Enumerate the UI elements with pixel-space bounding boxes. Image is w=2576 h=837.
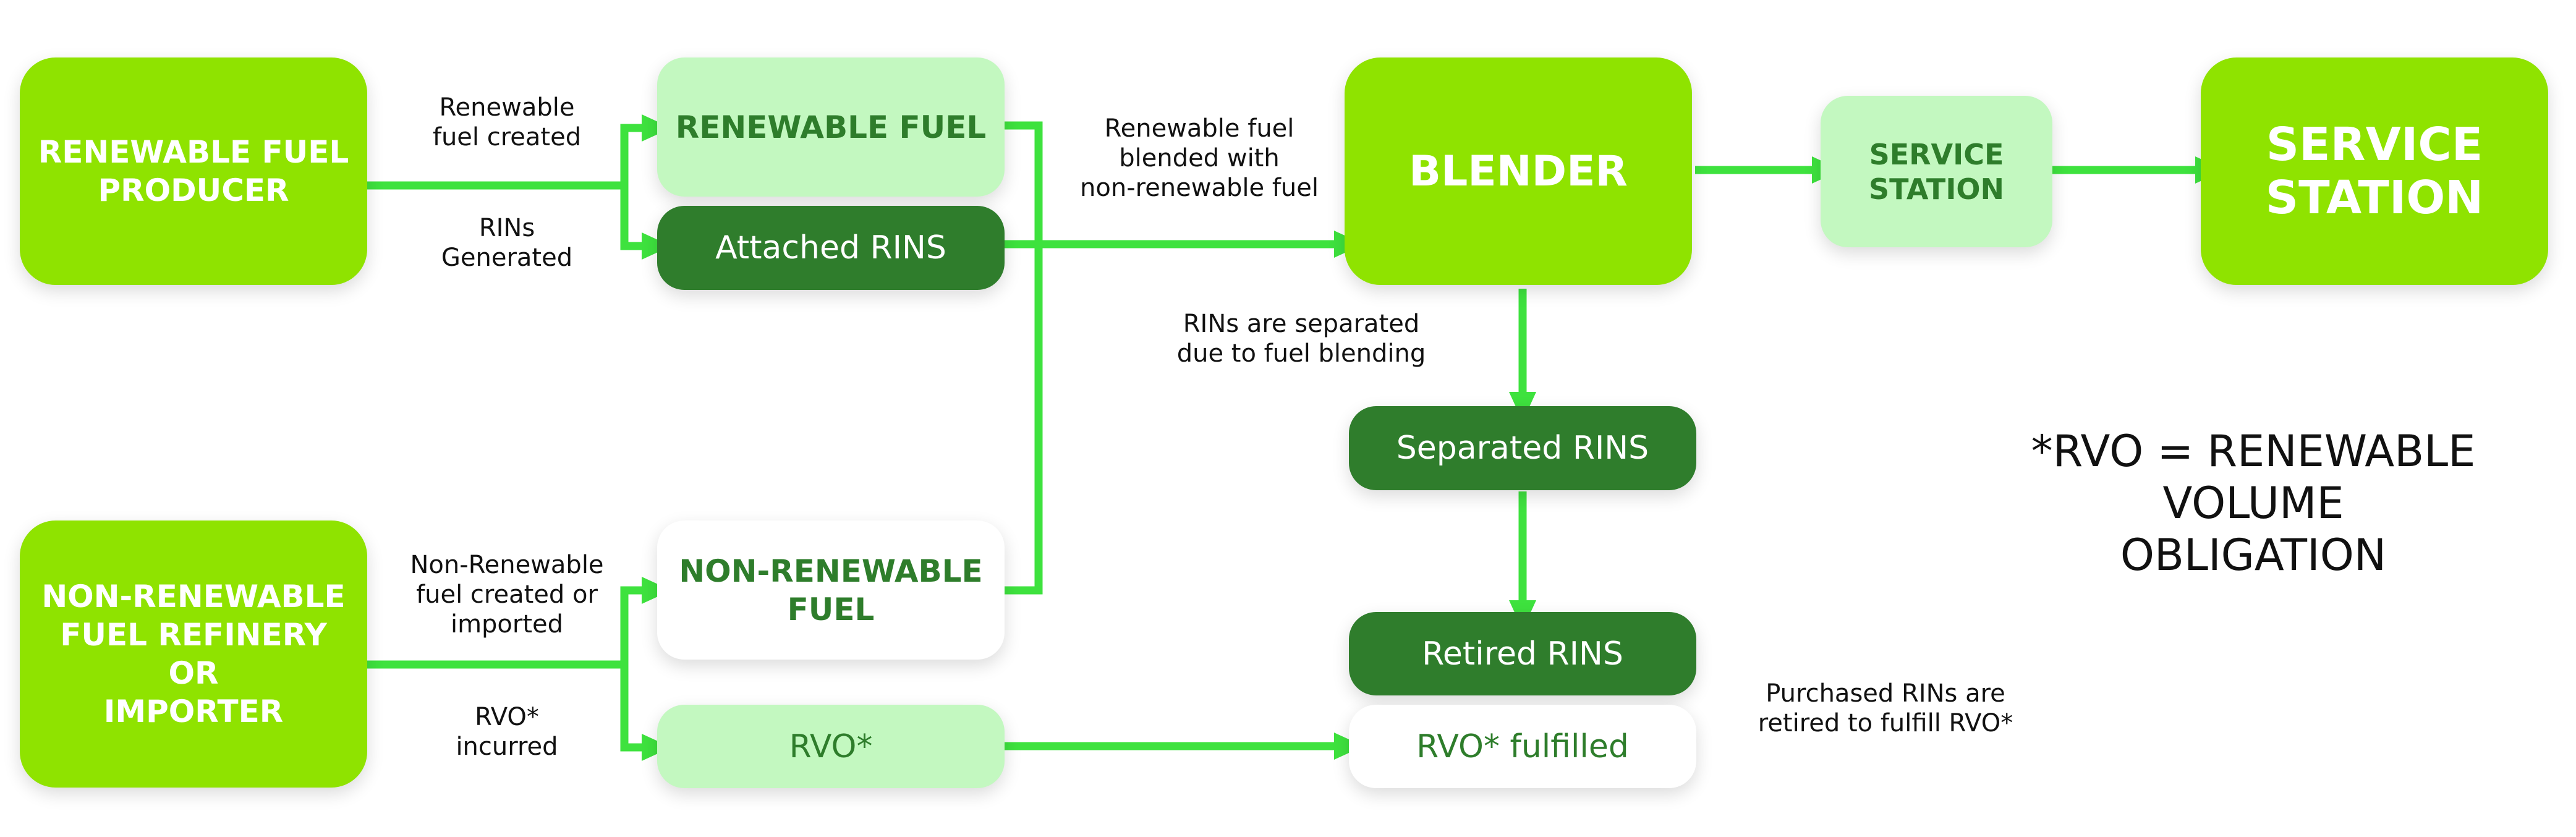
blender-box: BLENDER bbox=[1345, 57, 1692, 285]
rins-separated-label: RINs are separated due to fuel blending bbox=[1176, 310, 1426, 368]
connector-non-renewable-fuel bbox=[1005, 244, 1043, 595]
arrow-to-rvo bbox=[620, 665, 671, 761]
non-renewable-fuel-box: NON-RENEWABLE FUEL bbox=[657, 520, 1005, 660]
renewable-fuel-created-label: Renewable fuel created bbox=[432, 93, 582, 151]
arrow-to-attached-rins bbox=[620, 185, 671, 260]
rvo-box: RVO* bbox=[657, 705, 1005, 788]
purchased-rins-label: Purchased RINs are retired to fulfill RV… bbox=[1758, 679, 2013, 737]
rins-generated-label: RINs Generated bbox=[441, 214, 573, 272]
connector-renewable-fuel bbox=[1005, 121, 1043, 244]
arrow-to-non-renewable-fuel bbox=[620, 577, 671, 665]
rvo-fulfilled-box: RVO* fulfilled bbox=[1349, 705, 1696, 788]
renewable-fuel-producer-box: RENEWABLE FUEL PRODUCER bbox=[20, 57, 367, 285]
rvo-footnote: *RVO = RENEWABLE VOLUME OBLIGATION bbox=[2031, 426, 2476, 580]
non-renewable-refinery-box: NON-RENEWABLE FUEL REFINERY OR IMPORTER bbox=[20, 520, 367, 788]
service-station-small-box: SERVICE STATION bbox=[1821, 96, 2052, 247]
arrow-to-renewable-fuel bbox=[620, 114, 671, 185]
rvo-incurred-label: RVO* incurred bbox=[456, 703, 558, 761]
non-renewable-created-label: Non-Renewable fuel created or imported bbox=[410, 551, 604, 639]
retired-rins-box: Retired RINS bbox=[1349, 612, 1696, 695]
renewable-fuel-box: RENEWABLE FUEL bbox=[657, 57, 1005, 197]
separated-rins-box: Separated RINS bbox=[1349, 406, 1696, 490]
renewable-blended-label: Renewable fuel blended with non-renewabl… bbox=[1080, 114, 1319, 202]
attached-rins-box: Attached RINS bbox=[657, 206, 1005, 290]
service-station-box: SERVICE STATION bbox=[2201, 57, 2548, 285]
